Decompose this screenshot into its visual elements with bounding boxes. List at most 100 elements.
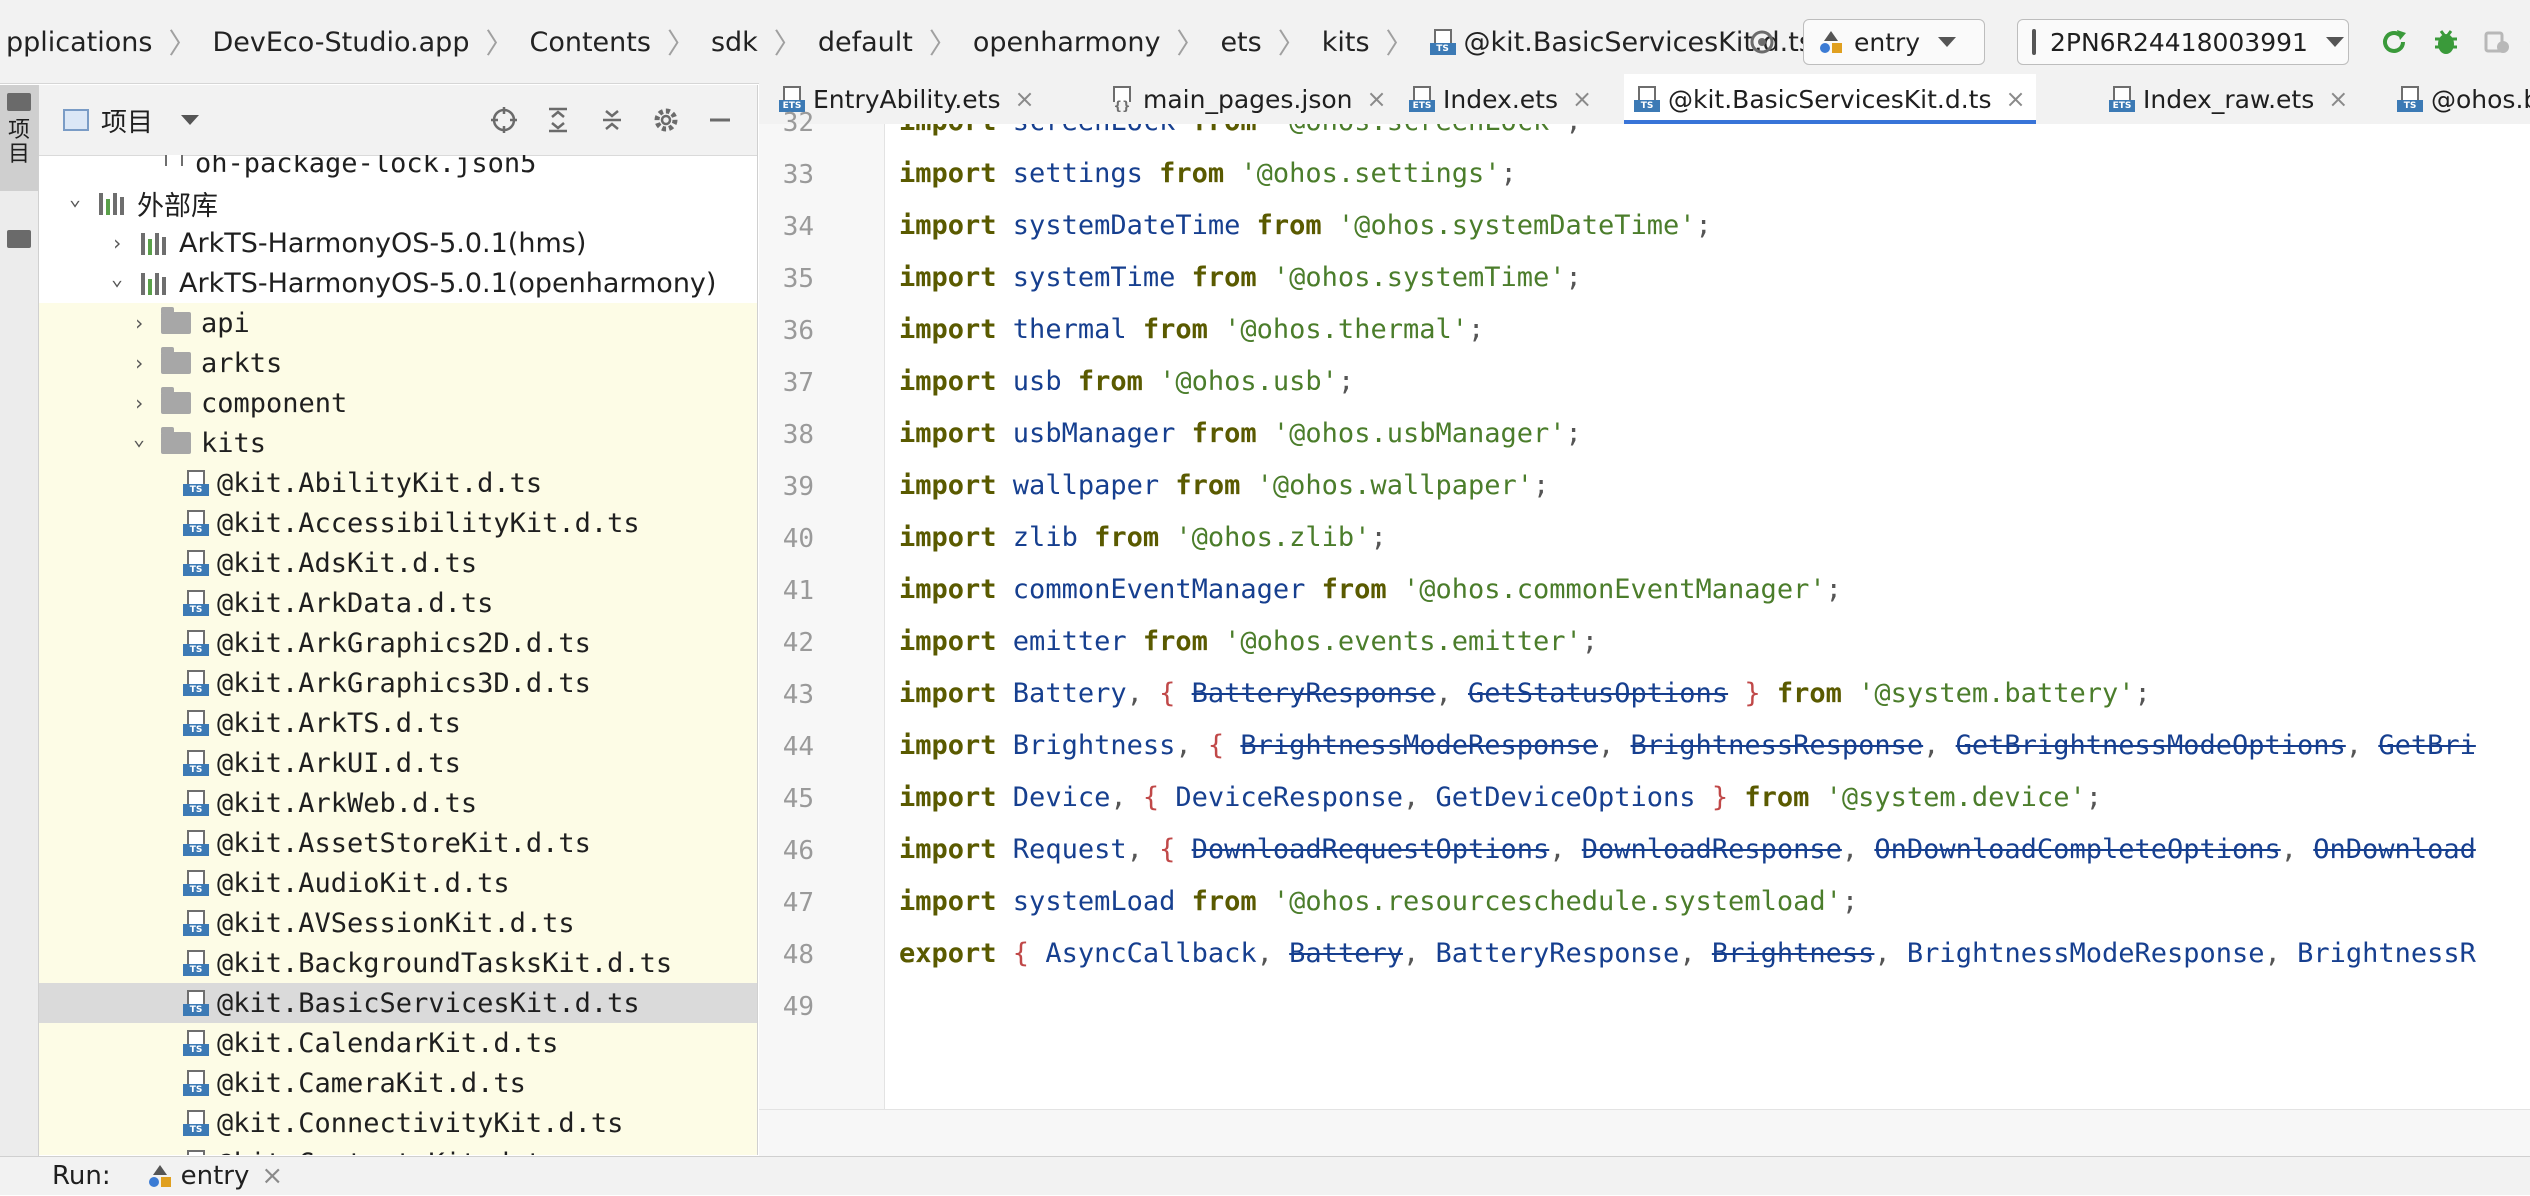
breadcrumb-item[interactable]: pplications <box>0 27 158 58</box>
debug-icon[interactable] <box>2421 15 2471 69</box>
tree-item-label: @kit.ArkGraphics3D.d.ts <box>217 667 591 699</box>
line-number: 41 <box>782 576 814 606</box>
project-tool-window-button[interactable]: 项目 <box>0 85 38 248</box>
close-icon[interactable]: × <box>1366 85 1387 113</box>
tree-file-item[interactable]: TS@kit.ArkGraphics3D.d.ts <box>39 663 757 703</box>
code-line[interactable]: import screenLock from '@ohos.screenLock… <box>899 124 1582 137</box>
code-line[interactable]: import Device, { DeviceResponse, GetDevi… <box>899 782 2102 813</box>
code-line[interactable]: import settings from '@ohos.settings'; <box>899 158 1517 189</box>
tree-file-item[interactable]: TS@kit.AdsKit.d.ts <box>39 543 757 583</box>
tree-folder-item[interactable]: ›api <box>39 303 757 343</box>
panel-title[interactable]: 项目 <box>101 107 154 138</box>
close-icon[interactable]: × <box>261 1161 284 1191</box>
code-token: GetBrightnessModeOptions <box>1955 730 2346 761</box>
tree-file-item[interactable]: TS@kit.BasicServicesKit.d.ts <box>39 983 757 1023</box>
tree-file-item[interactable]: TS@kit.AssetStoreKit.d.ts <box>39 823 757 863</box>
editor-tab[interactable]: {}main_pages.json× <box>1099 74 1397 124</box>
code-line[interactable]: import thermal from '@ohos.thermal'; <box>899 314 1484 345</box>
chevron-right-icon[interactable]: › <box>132 311 146 335</box>
tree-file-item[interactable]: TS@kit.CameraKit.d.ts <box>39 1063 757 1103</box>
breadcrumb-item[interactable]: openharmony <box>967 27 1167 58</box>
code-token: ; <box>1841 886 1859 917</box>
close-icon[interactable]: × <box>2005 85 2026 113</box>
code-line[interactable]: import Brightness, { BrightnessModeRespo… <box>899 730 2476 761</box>
breadcrumb-item[interactable]: sdk <box>705 27 764 58</box>
tree-item[interactable]: ⌄外部库 <box>39 183 757 223</box>
tree-file-item[interactable]: TS@kit.ArkWeb.d.ts <box>39 783 757 823</box>
close-icon[interactable]: × <box>2328 85 2349 113</box>
run-config-tab[interactable]: entry × <box>147 1161 284 1191</box>
tree-file-item[interactable]: TS@kit.ContactsKit.d.ts <box>39 1143 757 1155</box>
breadcrumb-item[interactable]: ets <box>1214 27 1267 58</box>
locate-icon[interactable] <box>477 85 531 155</box>
breadcrumb-item[interactable]: DevEco-Studio.app <box>206 27 475 58</box>
code-line[interactable]: import Request, { DownloadRequestOptions… <box>899 834 2476 865</box>
chevron-down-icon[interactable]: ⌄ <box>132 426 146 450</box>
code-token: , <box>1110 782 1143 813</box>
tree-file-item[interactable]: TS@kit.AVSessionKit.d.ts <box>39 903 757 943</box>
expand-all-icon[interactable] <box>531 85 585 155</box>
code-token: ; <box>1500 158 1517 189</box>
code-line[interactable]: import usbManager from '@ohos.usbManager… <box>899 418 1582 449</box>
chevron-down-icon[interactable]: ⌄ <box>68 186 82 210</box>
code-token: { <box>1159 834 1192 865</box>
attach-icon[interactable] <box>2471 15 2521 69</box>
module-selector[interactable]: entry <box>1803 19 1985 65</box>
tree-folder-item[interactable]: ›component <box>39 383 757 423</box>
chevron-right-icon[interactable]: › <box>110 231 124 255</box>
code-token: ; <box>1565 262 1582 293</box>
code-editor[interactable]: import screenLock from '@ohos.screenLock… <box>885 124 2530 1109</box>
tree-file-item[interactable]: TS@kit.ArkData.d.ts <box>39 583 757 623</box>
tree-file-item[interactable]: TS@kit.ArkGraphics2D.d.ts <box>39 623 757 663</box>
editor-tab[interactable]: TS@ohos.b <box>2387 74 2530 124</box>
tree-item[interactable]: ⌄ArkTS-HarmonyOS-5.0.1(openharmony) <box>39 263 757 303</box>
close-icon[interactable]: × <box>1571 85 1593 113</box>
tree-item[interactable]: oh-package-lock.json5 <box>39 155 757 183</box>
chevron-right-icon[interactable]: › <box>132 391 146 415</box>
editor-tab[interactable]: TS@kit.BasicServicesKit.d.ts× <box>1624 74 2036 124</box>
tree-file-item[interactable]: TS@kit.ArkUI.d.ts <box>39 743 757 783</box>
code-line[interactable]: import zlib from '@ohos.zlib'; <box>899 522 1387 553</box>
chevron-down-icon[interactable] <box>181 115 200 125</box>
tree-file-item[interactable]: TS@kit.AbilityKit.d.ts <box>39 463 757 503</box>
tree-file-item[interactable]: TS@kit.CalendarKit.d.ts <box>39 1023 757 1063</box>
breadcrumb-item[interactable]: kits <box>1316 27 1376 58</box>
code-line[interactable]: import emitter from '@ohos.events.emitte… <box>899 626 1598 657</box>
code-token: , <box>1841 834 1875 865</box>
refresh-icon[interactable] <box>2521 15 2530 69</box>
tree-folder-item[interactable]: ⌄kits <box>39 423 757 463</box>
chevron-right-icon[interactable]: › <box>132 351 146 375</box>
breadcrumb-item[interactable]: Contents <box>523 27 656 58</box>
code-line[interactable]: import systemLoad from '@ohos.resourcesc… <box>899 886 1858 917</box>
tree-item[interactable]: ›ArkTS-HarmonyOS-5.0.1(hms) <box>39 223 757 263</box>
tree-file-item[interactable]: TS@kit.BackgroundTasksKit.d.ts <box>39 943 757 983</box>
breadcrumb-item[interactable]: TS@kit.BasicServicesKit.d.ts <box>1424 27 1819 58</box>
minimize-icon[interactable] <box>693 85 747 155</box>
target-icon[interactable] <box>1735 15 1789 69</box>
tree-file-item[interactable]: TS@kit.ArkTS.d.ts <box>39 703 757 743</box>
code-line[interactable]: import commonEventManager from '@ohos.co… <box>899 574 1842 605</box>
code-line[interactable]: import Battery, { BatteryResponse, GetSt… <box>899 678 2151 709</box>
collapse-all-icon[interactable] <box>585 85 639 155</box>
editor-horizontal-scrollbar[interactable] <box>759 1109 2530 1156</box>
code-line[interactable]: import usb from '@ohos.usb'; <box>899 366 1354 397</box>
gear-icon[interactable] <box>639 85 693 155</box>
tree-file-item[interactable]: TS@kit.ConnectivityKit.d.ts <box>39 1103 757 1143</box>
chevron-down-icon[interactable]: ⌄ <box>110 266 124 290</box>
code-token: import <box>899 210 997 241</box>
tree-file-item[interactable]: TS@kit.AccessibilityKit.d.ts <box>39 503 757 543</box>
code-line[interactable]: import systemDateTime from '@ohos.system… <box>899 210 1712 241</box>
code-line[interactable]: import wallpaper from '@ohos.wallpaper'; <box>899 470 1549 501</box>
rerun-icon[interactable] <box>2367 15 2421 69</box>
code-line[interactable]: export { AsyncCallback, Battery, Battery… <box>899 938 2476 969</box>
code-line[interactable]: import systemTime from '@ohos.systemTime… <box>899 262 1582 293</box>
breadcrumb-label: DevEco-Studio.app <box>212 26 470 58</box>
tree-folder-item[interactable]: ›arkts <box>39 343 757 383</box>
breadcrumb-item[interactable]: default <box>812 27 919 58</box>
tree-file-item[interactable]: TS@kit.AudioKit.d.ts <box>39 863 757 903</box>
close-icon[interactable]: × <box>1014 85 1035 113</box>
device-selector[interactable]: 2PN6R24418003991 <box>2017 19 2349 65</box>
